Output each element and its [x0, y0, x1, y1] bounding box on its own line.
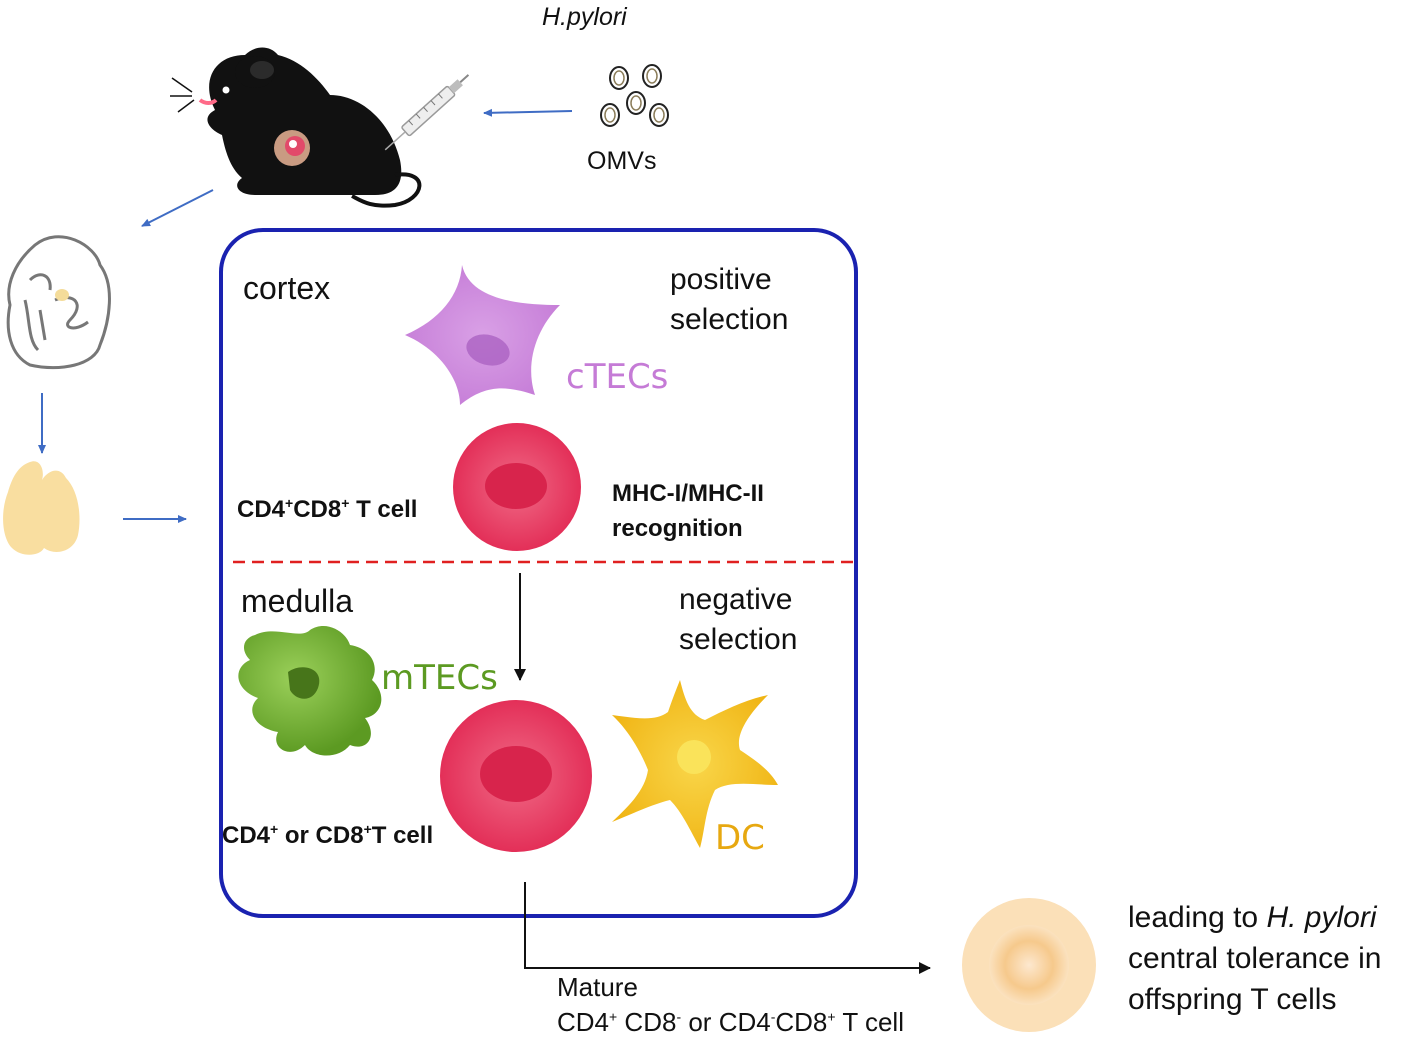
negative-selection-line2: selection [679, 623, 798, 656]
mhc-recognition-line2: recognition [612, 515, 743, 542]
positive-selection-line2: selection [670, 303, 789, 336]
tolerance-text-line3: offspring T cells [1128, 983, 1337, 1016]
thymus-section-box [219, 228, 858, 918]
cortex-label: cortex [243, 270, 331, 306]
tolerance-text-line2: central tolerance in [1128, 942, 1382, 975]
dendritic-cell-icon [612, 680, 778, 848]
dc-label: DC [715, 818, 765, 858]
h-pylori-title: H.pylori [542, 3, 627, 31]
fetus-icon [6, 235, 111, 370]
medulla-label: medulla [241, 583, 354, 619]
positive-selection-line1: positive [670, 263, 772, 296]
omvs-label: OMVs [587, 147, 657, 175]
thymus-organ-icon [3, 461, 80, 555]
arrow-omvs-to-syringe [483, 108, 573, 117]
double-positive-t-cell-icon [453, 423, 581, 551]
mhc-recognition-line1: MHC-I/MHC-II [612, 480, 764, 507]
fetus-thymus-spot-icon [55, 289, 69, 301]
single-positive-t-cell-icon [440, 700, 592, 852]
omv-vesicles-icon [600, 64, 669, 127]
double-positive-t-cell-label: CD4+CD8+ T cell [237, 495, 418, 523]
tolerance-text-line1: leading to H. pylori [1128, 901, 1377, 934]
negative-selection-line1: negative [679, 583, 793, 616]
mouse-icon [170, 47, 422, 208]
mtec-cell-icon [238, 625, 382, 756]
mtecs-label: mTECs [381, 658, 498, 698]
single-positive-t-cell-label: CD4+ or CD8+T cell [222, 821, 434, 849]
ctec-cell-icon [405, 265, 560, 405]
ctecs-label: cTECs [566, 357, 669, 397]
mature-t-cell-phenotype: CD4+ CD8- or CD4-CD8+ T cell [557, 1007, 904, 1037]
mature-label: Mature [557, 972, 638, 1002]
mature-t-cell-icon [962, 898, 1096, 1032]
arrow-to-mature-cell [524, 882, 931, 974]
syringe-icon [384, 74, 470, 151]
arrow-mouse-to-fetus [141, 189, 214, 227]
